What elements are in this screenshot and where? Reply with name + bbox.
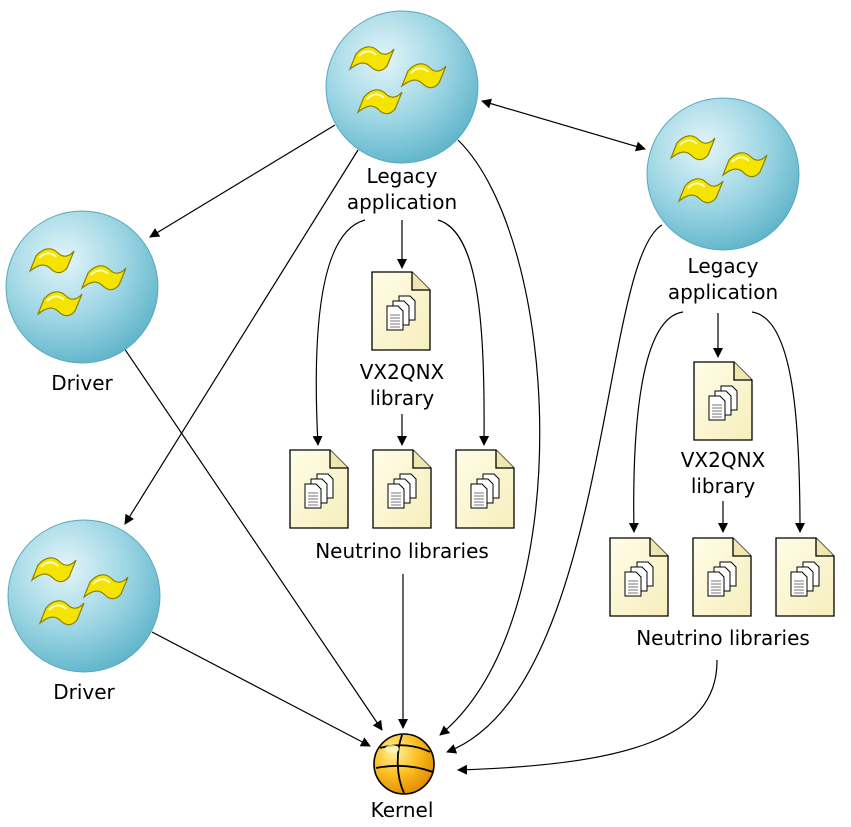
arrow-app2-to-kernel [446,224,663,754]
arrow-driver1-to-kernel [121,344,383,731]
neutrino-libraries-2-label: Neutrino libraries [636,626,810,650]
library-document-icon [289,449,349,529]
driver-1-label: Driver [51,371,113,395]
kernel-ball-icon [373,733,435,795]
library-document-icon [371,271,431,351]
library-document-icon [775,537,835,617]
legacy-app-2-label-line2: application [668,280,778,304]
vx2qnx-2-label-line2: library [691,474,756,498]
library-document-icon [693,361,753,441]
legacy-application-1: Legacy application [325,10,479,214]
arrow-app1-to-neutrino-right [437,219,490,446]
legacy-app-1-label-line2: application [347,190,457,214]
kernel-label: Kernel [371,798,434,822]
vx2qnx-1-label-line1: VX2QNX [360,360,445,384]
process-sphere-icon [646,97,800,251]
vx2qnx-2-label-line1: VX2QNX [681,448,766,472]
process-sphere-icon [5,210,159,364]
vx2qnx-library-2: VX2QNX library [681,361,766,498]
driver-1: Driver [5,210,159,395]
legacy-app-1-label-line1: Legacy [367,164,438,188]
driver-2-label: Driver [53,680,115,704]
vx2qnx-library-1: VX2QNX library [360,271,445,410]
library-document-icon [455,449,515,529]
process-sphere-icon [325,10,479,164]
legacy-application-2: Legacy application [646,97,800,304]
arrow-app1-to-neutrino-left [312,219,366,446]
arrow-app2-to-neutrino-left [628,311,684,533]
legacy-app-2-label-line1: Legacy [688,254,759,278]
arrows [121,98,805,775]
neutrino-libraries-1: Neutrino libraries [289,449,515,563]
arrow-app2-to-neutrino-right [751,311,805,533]
process-sphere-icon [7,519,161,673]
arrow-neutrino2-to-kernel [457,659,718,775]
neutrino-libraries-2: Neutrino libraries [609,537,835,650]
neutrino-libraries-1-label: Neutrino libraries [315,539,489,563]
arrow-app1-to-kernel [439,139,541,736]
vx2qnx-1-label-line2: library [370,386,435,410]
library-document-icon [372,449,432,529]
library-document-icon [692,537,752,617]
driver-2: Driver [7,519,161,704]
arrow-driver2-to-kernel [151,631,371,747]
kernel: Kernel [371,733,435,822]
arrow-app1-app2-bidirectional [481,98,646,152]
library-document-icon [609,537,669,617]
arrow-app1-to-driver2 [124,149,359,525]
arrow-app1-to-driver1 [149,124,336,238]
